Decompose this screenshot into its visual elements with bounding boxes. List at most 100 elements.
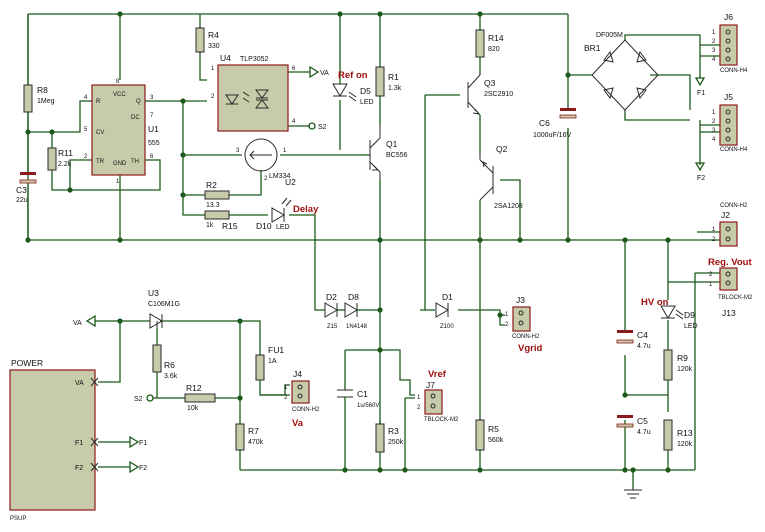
power-pin-va: VA (75, 380, 84, 387)
pin-number: 4 (712, 137, 716, 143)
pin-number: 4 (84, 95, 88, 101)
r4-resistor[interactable]: R4 330 (195, 27, 220, 53)
pin-number: 1 (284, 385, 288, 391)
f2-label: F2 (697, 175, 705, 182)
j7-terminal-block[interactable]: Vref J7 TBLOCK-M2 1 2 (417, 369, 459, 423)
j3-connector[interactable]: J3 CONN-H2 Vgrid 1 2 (505, 295, 542, 354)
c3-capacitor[interactable]: C3 22u (16, 172, 37, 204)
r15-resistor[interactable]: 1k R15 (204, 210, 238, 231)
q2-transistor[interactable]: Q2 2SA1208 (479, 144, 523, 210)
r11-resistor[interactable]: R11 2.2k (47, 147, 73, 171)
br1-bridge-rectifier[interactable]: DF005M BR1 (584, 32, 659, 111)
q3-ref: Q3 (484, 78, 496, 88)
q3-transistor[interactable]: Q3 2SC2910 (467, 74, 513, 116)
r12-resistor[interactable]: R12 10k (184, 383, 216, 412)
pin-number: 2 (264, 176, 268, 182)
c1-capacitor[interactable]: C1 1u/560V (337, 389, 379, 409)
j7-value: TBLOCK-M2 (424, 417, 459, 423)
u4-ref: U4 (220, 53, 231, 63)
vref-annotation: Vref (428, 369, 447, 380)
pin-number: 5 (84, 127, 88, 133)
d9-ref: D9 (684, 310, 695, 320)
pin-number: 2 (712, 39, 716, 45)
j4-value: CONN-H2 (292, 407, 320, 413)
u1-555-timer[interactable]: R VCC Q DC CV TR GND TH U1 555 4 8 3 7 5… (84, 79, 160, 185)
d2-zener[interactable]: D2 Z15 (324, 292, 345, 330)
pin-number: 4 (712, 57, 716, 63)
j13-terminal-block[interactable]: Reg. Vout TBLOCK-M2 J13 2 1 (708, 257, 753, 318)
d2-value: Z15 (327, 324, 338, 330)
br1-ref: BR1 (584, 43, 601, 53)
c4-capacitor[interactable]: C4 4.7u (616, 330, 651, 350)
r6-resistor[interactable]: R6 3.6k (152, 344, 178, 380)
f1-net-label: F1 (694, 77, 705, 97)
d5-ref: D5 (360, 86, 371, 96)
r13-value: 120k (677, 441, 693, 448)
d10-led[interactable]: Delay D10 LED (256, 197, 319, 231)
c5-capacitor[interactable]: C5 4.7u (616, 415, 651, 436)
pin-r-label: R (96, 99, 101, 105)
power-ref: POWER (11, 358, 43, 368)
r5-resistor[interactable]: R5 560k (475, 419, 504, 451)
pin-tr-label: TR (96, 159, 105, 165)
c6-capacitor[interactable]: C6 1000uF/16V (533, 108, 577, 139)
u1-value: 555 (148, 140, 160, 147)
r14-resistor[interactable]: R14 820 (475, 29, 504, 58)
j5-ref: J5 (724, 92, 733, 102)
r8-resistor[interactable]: R8 1Meg (23, 84, 55, 113)
junctions (25, 11, 671, 473)
pin-number: 8 (116, 79, 120, 85)
power-pin-f1: F1 (75, 440, 83, 447)
d2-ref: D2 (326, 292, 337, 302)
j6-connector[interactable]: J6 CONN-H4 1 2 3 4 (712, 12, 748, 74)
u3-ref: U3 (148, 288, 159, 298)
r1-resistor[interactable]: R1 1.3k (375, 66, 402, 97)
r4-value: 330 (208, 43, 220, 50)
r3-ref: R3 (388, 426, 399, 436)
j5-connector[interactable]: J5 CONN-H4 1 2 3 4 (712, 92, 748, 153)
f2-label: F2 (139, 465, 147, 472)
r13-resistor[interactable]: R13 120k (663, 419, 693, 451)
d5-led[interactable]: Ref on D5 LED (332, 70, 374, 106)
r4-ref: R4 (208, 30, 219, 40)
d9-led[interactable]: HV on D9 LED (641, 297, 698, 330)
q1-transistor[interactable]: Q1 BC556 (369, 125, 408, 180)
q1-ref: Q1 (386, 139, 398, 149)
c1-value: 1u/560V (357, 403, 379, 409)
j3-value: CONN-H2 (512, 334, 540, 340)
r9-resistor[interactable]: R9 120k (663, 349, 693, 381)
pin-number: 2 (84, 154, 88, 160)
u2-lm334[interactable]: LM334 U2 3 1 2 (236, 138, 296, 187)
r2-resistor[interactable]: R2 13.3 (204, 180, 230, 209)
j4-connector[interactable]: J4 CONN-H2 Va 1 2 (284, 369, 320, 429)
pin-th-label: TH (131, 159, 139, 165)
u2-value: LM334 (269, 173, 291, 180)
j4-ref: J4 (293, 369, 302, 379)
u3-scr[interactable]: U3 C106M1G (148, 288, 180, 329)
j2-connector[interactable]: CONN-H2 J2 1 2 (712, 203, 748, 247)
r3-resistor[interactable]: R3 250k (375, 423, 404, 453)
d1-value: Z100 (440, 324, 454, 330)
power-supply-block[interactable]: POWER VA F1 F2 PSUP (9, 358, 99, 522)
pin-number: 3 (712, 48, 716, 54)
r1-value: 1.3k (388, 85, 402, 92)
power-pin-f2: F2 (75, 465, 83, 472)
va-annotation: Va (292, 418, 304, 429)
pin-number: 1 (116, 179, 120, 185)
c3-value: 22u (16, 197, 28, 204)
d9-value: LED (684, 323, 698, 330)
pin-number: 2 (712, 119, 716, 125)
d1-zener[interactable]: D1 Z100 (435, 292, 454, 330)
pin-number: 1 (211, 66, 215, 72)
d8-diode[interactable]: D8 1N4148 (344, 292, 368, 330)
br1-value: DF005M (596, 32, 623, 39)
va-label: VA (320, 70, 329, 77)
r7-resistor[interactable]: R7 470k (235, 423, 264, 451)
pin-number: 3 (150, 95, 154, 101)
r6-ref: R6 (164, 360, 175, 370)
fu1-fuse[interactable]: FU1 1A (255, 345, 284, 381)
q2-value: 2SA1208 (494, 203, 523, 210)
u4-optocoupler[interactable]: U4 TLP3052 1 2 6 4 (211, 53, 296, 132)
reg-vout-annotation: Reg. Vout (708, 257, 752, 268)
